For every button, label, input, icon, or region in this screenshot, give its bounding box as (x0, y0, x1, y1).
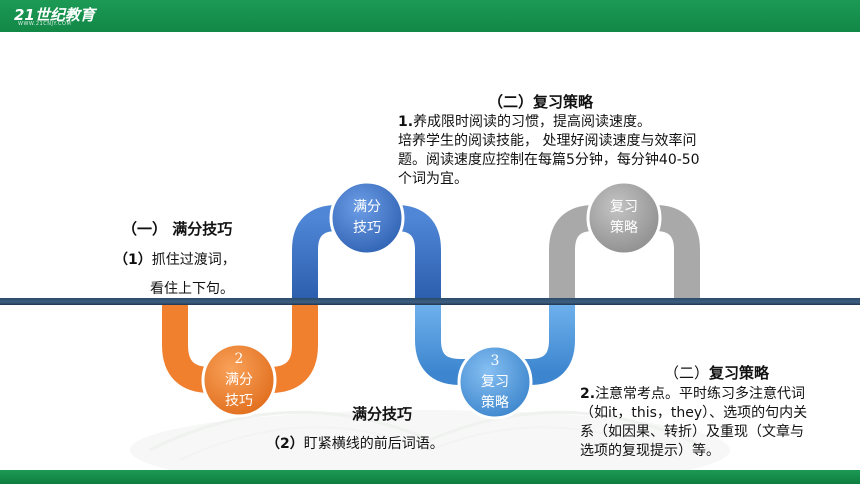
right-line-2: （如it，this，they）、选项的句内关 (580, 405, 808, 421)
right-section-title: （二）复习策略 (664, 364, 769, 383)
node3-line: 策略 (481, 395, 509, 411)
bottom-item: （2）盯紧横线的前后词语。 (266, 435, 444, 454)
header-bar: 21世纪教育 WWW.21CNJY.COM (0, 0, 860, 32)
left-item1-prefix: （1） (114, 252, 152, 268)
top-point-text: 养成限时阅读的习惯，提高阅读速度。 (413, 114, 652, 130)
left-section-title: （一） 满分技巧 (122, 220, 233, 238)
right-title-bold: 复习策略 (709, 364, 770, 382)
logo-text: 21世纪教育 (14, 6, 95, 24)
top-point-1: 1.养成限时阅读的习惯，提高阅读速度。 (398, 113, 651, 132)
node-circle-3 (457, 344, 533, 420)
top-line-2: 题。阅读速度应控制在每篇5分钟，每分钟40-50 (398, 152, 700, 168)
footer-bar (0, 470, 860, 484)
bottom-item-text: 盯紧横线的前后词语。 (303, 436, 444, 452)
top-line-3: 个词为宜。 (398, 171, 468, 187)
node3-line: 3 (490, 353, 500, 369)
book-background-decoration (130, 410, 730, 480)
node2-label: 2 满分 技巧 (209, 349, 269, 412)
top-point-num: 1. (398, 114, 414, 130)
node1-line: 满分 (353, 199, 381, 215)
left-item1-line2: 看住上下句。 (150, 281, 234, 297)
right-point-num: 2. (580, 386, 596, 402)
node2-line: 2 (234, 351, 244, 367)
node4-line: 策略 (610, 220, 638, 236)
node-circle-1 (329, 180, 405, 256)
top-section-title: （二）复习策略 (488, 93, 594, 111)
bottom-section-title: 满分技巧 (352, 405, 413, 423)
node3-line: 复习 (481, 374, 509, 390)
node2-line: 技巧 (225, 393, 253, 409)
node4-label: 复习 策略 (594, 197, 654, 239)
right-line-1: 2.注意常考点。平时练习多注意代词 (580, 385, 805, 404)
node3-label: 3 复习 策略 (465, 351, 525, 414)
right-title-prefix: （二） (664, 364, 710, 382)
left-item1-line1: 抓住过渡词， (151, 252, 236, 268)
node-circle-4 (586, 180, 662, 256)
bottom-item-prefix: （2） (266, 436, 304, 452)
horizontal-divider (0, 298, 860, 305)
top-line-1: 培养学生的阅读技能， 处理好阅读速度与效率问 (398, 133, 697, 149)
site-logo[interactable]: 21世纪教育 WWW.21CNJY.COM (14, 4, 134, 28)
node2-line: 满分 (225, 372, 253, 388)
right-line-3: 系（如因果、转折）及重现（文章与 (580, 424, 804, 440)
right-line-1-text: 注意常考点。平时练习多注意代词 (595, 386, 806, 402)
node1-label: 满分 技巧 (337, 197, 397, 239)
left-item1: （1）抓住过渡词， (114, 251, 236, 270)
node4-line: 复习 (610, 199, 638, 215)
node1-line: 技巧 (353, 220, 381, 236)
node-circle-2 (201, 342, 277, 418)
right-line-4: 选项的复现提示）等。 (580, 443, 720, 459)
logo-subtext: WWW.21CNJY.COM (18, 21, 72, 27)
